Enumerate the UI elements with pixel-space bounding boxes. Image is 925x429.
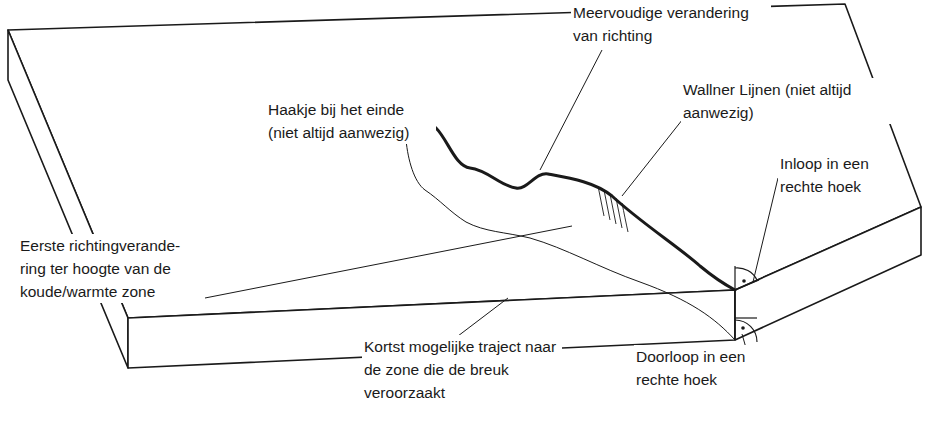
callout-label: Haakje bij het einde (niet altijd aanwez… xyxy=(266,98,436,144)
callout-label: Meervoudige verandering van richting xyxy=(571,1,771,47)
callout-label: Wallner Lijnen (niet altijd aanwezig) xyxy=(681,78,899,124)
callout-label: Inloop in een rechte hoek xyxy=(778,152,898,198)
callout-label: Doorloop in een rechte hoek xyxy=(634,345,784,391)
callout-label: Eerste richtingverande- ring ter hoogte … xyxy=(18,234,204,303)
callout-label: Kortst mogelijke traject naar de zone di… xyxy=(362,335,562,404)
